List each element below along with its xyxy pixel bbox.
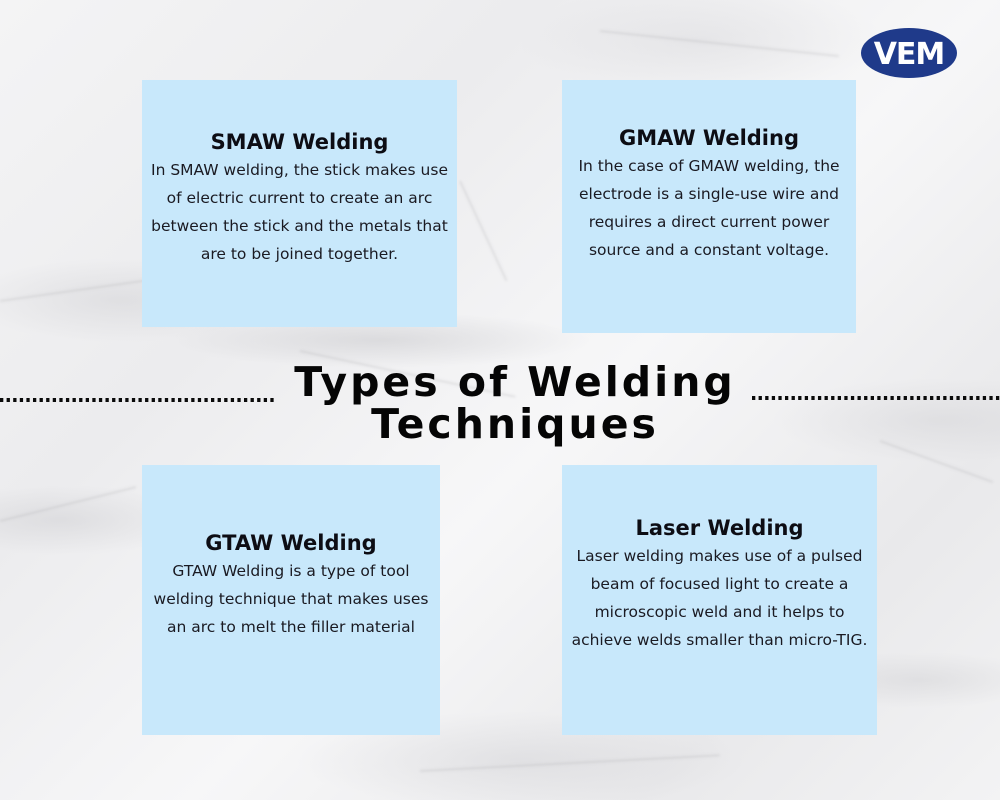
card-gmaw-welding: GMAW Welding In the case of GMAW welding… [562, 80, 856, 333]
vem-logo-icon: VEM [861, 28, 957, 78]
marble-vein [0, 486, 137, 522]
title-line-1: Types of Welding [294, 358, 736, 406]
card-gtaw-welding: GTAW Welding GTAW Welding is a type of t… [142, 465, 440, 735]
dotted-divider-left [0, 398, 275, 402]
page-title: Types of Welding Techniques [280, 361, 750, 445]
svg-text:VEM: VEM [874, 37, 945, 72]
dotted-divider-right [752, 396, 1000, 400]
card-body: Laser welding makes use of a pulsed beam… [571, 547, 868, 649]
card-heading: GTAW Welding [205, 531, 377, 555]
card-body: In the case of GMAW welding, the electro… [578, 157, 840, 259]
marble-vein [879, 440, 994, 483]
marble-vein [419, 754, 720, 772]
card-smaw-welding: SMAW Welding In SMAW welding, the stick … [142, 80, 457, 327]
card-body: GTAW Welding is a type of tool welding t… [153, 562, 429, 636]
marble-vein [459, 180, 508, 282]
vem-logo: VEM [860, 27, 958, 79]
title-line-2: Techniques [371, 400, 659, 448]
card-heading: GMAW Welding [619, 126, 799, 150]
marble-vein [599, 30, 839, 58]
card-heading: SMAW Welding [210, 130, 389, 154]
card-laser-welding: Laser Welding Laser welding makes use of… [562, 465, 877, 735]
card-body: In SMAW welding, the stick makes use of … [151, 161, 448, 263]
card-heading: Laser Welding [635, 516, 804, 540]
